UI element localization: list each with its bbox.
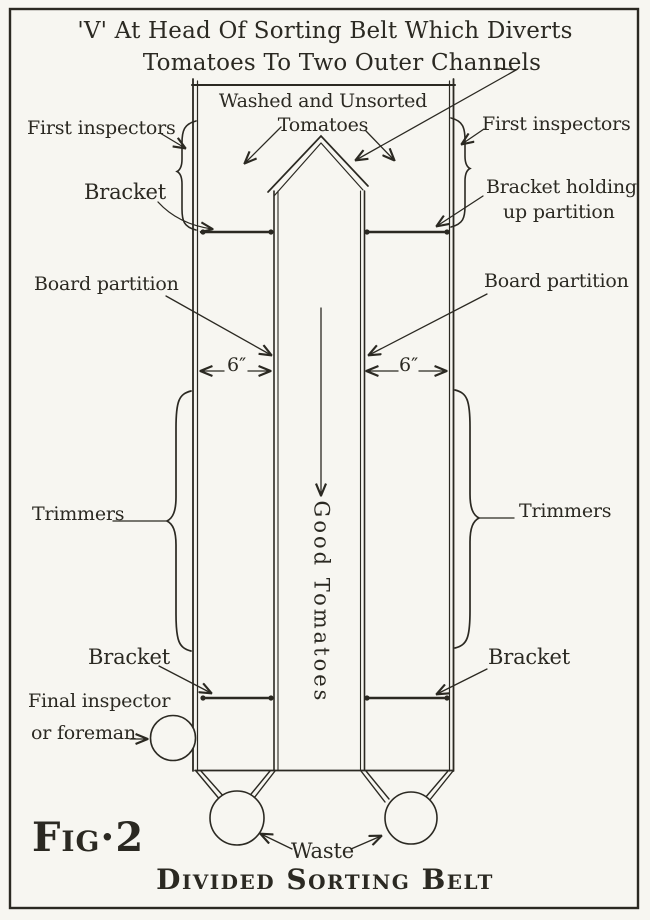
label-bracket-holding-line-2: up partition	[503, 201, 615, 223]
label-board-partition-right: Board partition	[484, 270, 629, 292]
label-good-tomatoes: Good Tomatoes	[309, 500, 334, 704]
label-trimmers-left: Trimmers	[32, 503, 125, 525]
infeed-label-line-2: Tomatoes	[277, 114, 369, 136]
v-diverter-inner	[273, 142, 364, 197]
funnel-line	[195, 770, 222, 802]
label-waste: Waste	[291, 839, 354, 863]
label-first-inspectors-left: First inspectors	[27, 117, 176, 139]
label-board-partition-left: Board partition	[34, 273, 179, 295]
first-inspectors-brace-right	[450, 117, 472, 228]
figure-number: Fig·2	[32, 814, 145, 861]
waste-circle-right	[384, 791, 438, 845]
infeed-arrow-right	[365, 130, 394, 160]
label-bracket-lower-right: Bracket	[488, 645, 570, 669]
dimension-six-inch-right: 6″	[399, 354, 419, 376]
funnel-line	[360, 770, 386, 803]
waste-arrow-left	[261, 834, 293, 850]
bracket-arrow-lower-right	[437, 668, 488, 694]
figure-title: Divided Sorting Belt	[156, 863, 494, 896]
funnel-line	[365, 770, 390, 800]
label-trimmers-right: Trimmers	[519, 500, 612, 522]
label-bracket-upper-left: Bracket	[84, 180, 166, 204]
bracket-arrow-upper-right	[437, 195, 484, 226]
caption-line-2: Tomatoes To Two Outer Channels	[142, 50, 542, 76]
caption-line-1: 'V' At Head Of Sorting Belt Which Divert…	[77, 18, 573, 44]
dimension-six-inch-left: 6″	[227, 354, 247, 376]
label-final-inspector-line-1: Final inspector	[28, 690, 171, 712]
funnel-line	[428, 770, 454, 802]
label-bracket-holding-line-1: Bracket holding	[486, 176, 637, 198]
v-diverter-outer	[267, 134, 369, 193]
final-inspector-circle	[149, 714, 197, 762]
waste-arrow-right	[350, 836, 381, 850]
board-partition-arrow-right	[369, 293, 488, 355]
bracket-arrow-upper-left	[157, 201, 212, 229]
caption-leader-arrow	[356, 67, 519, 160]
waste-circle-left	[209, 790, 265, 846]
first-inspectors-brace-left	[175, 120, 197, 231]
funnel-line	[200, 770, 226, 799]
trimmers-brace-right	[454, 389, 481, 649]
label-final-inspector-line-2: or foreman	[31, 722, 136, 744]
figure-border	[8, 7, 640, 910]
infeed-arrow-left	[245, 126, 282, 163]
leader-arrows	[112, 67, 519, 850]
first-inspectors-arrow-left	[159, 132, 185, 148]
label-first-inspectors-right: First inspectors	[482, 113, 631, 135]
first-inspectors-arrow-right	[462, 128, 485, 144]
label-bracket-lower-left: Bracket	[88, 645, 170, 669]
board-partition-arrow-left	[165, 295, 271, 355]
infeed-label-line-1: Washed and Unsorted	[218, 90, 428, 112]
trimmers-brace-left	[165, 390, 192, 652]
funnel-line	[424, 770, 449, 799]
bracket-arrow-lower-left	[158, 665, 211, 693]
